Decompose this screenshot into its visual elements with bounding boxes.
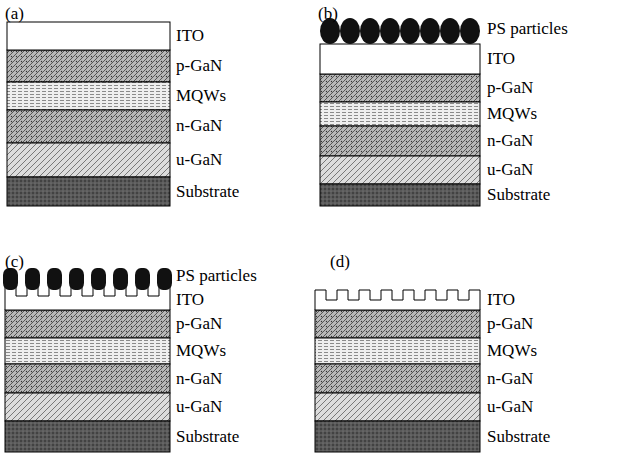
ps-particle [440,18,460,44]
layer-band [5,393,170,421]
layer-label: PS particles [487,20,568,39]
layer-label: Substrate [487,428,550,447]
panel-letter: (d) [330,253,350,272]
layer-label: n-GaN [487,370,533,389]
ps-particle [460,18,480,44]
ps-particle [25,268,40,290]
layer-label: p-GaN [176,315,222,334]
ps-particle [157,268,172,290]
layer-label: n-GaN [176,117,222,136]
ps-particle [47,268,62,290]
panel-letter: (c) [5,253,24,272]
layer-band [315,364,480,393]
ps-particle [113,268,128,290]
ps-particle [420,18,440,44]
ps-particle [135,268,150,290]
ito-layer [7,22,170,50]
layer-band [320,126,480,156]
ito-layer [320,44,480,74]
ps-particle [400,18,420,44]
panel-letter: (b) [318,5,338,24]
layer-band [315,310,480,338]
layer-band [320,184,480,206]
layer-label: MQWs [176,87,226,106]
layer-label: u-GaN [176,398,222,417]
layer-band [7,143,170,177]
layer-band [5,364,170,393]
ps-particle [69,268,84,290]
ps-particle [3,268,18,290]
panel-letter: (a) [5,5,24,24]
layer-label: ITO [487,50,515,69]
ps-particle [91,268,106,290]
layer-label: ITO [176,291,204,310]
layer-label: u-GaN [487,161,533,180]
layer-band [320,156,480,184]
layer-band [7,177,170,206]
textured-ito [315,290,480,310]
layer-band [7,82,170,110]
ps-particle [380,18,400,44]
layer-label: PS particles [176,267,257,286]
layer-label: u-GaN [176,151,222,170]
layer-band [5,310,170,338]
layer-band [5,338,170,364]
layer-label: Substrate [176,183,239,202]
layer-label: MQWs [176,342,226,361]
layer-label: u-GaN [487,398,533,417]
layer-band [7,110,170,143]
ps-particle [340,18,360,44]
layer-band [320,102,480,126]
ps-particle [360,18,380,44]
layer-label: p-GaN [487,79,533,98]
layer-label: MQWs [487,105,537,124]
layer-label: p-GaN [487,315,533,334]
layer-label: n-GaN [176,370,222,389]
layer-band [320,74,480,102]
layer-band [315,338,480,364]
layer-label: MQWs [487,342,537,361]
layer-label: ITO [487,291,515,310]
layer-label: p-GaN [176,57,222,76]
layer-band [5,421,170,452]
layer-label: ITO [176,27,204,46]
layer-label: Substrate [487,186,550,205]
layer-label: n-GaN [487,132,533,151]
layer-band [7,50,170,82]
layer-label: Substrate [176,428,239,447]
layer-band [315,421,480,452]
layer-band [315,393,480,421]
